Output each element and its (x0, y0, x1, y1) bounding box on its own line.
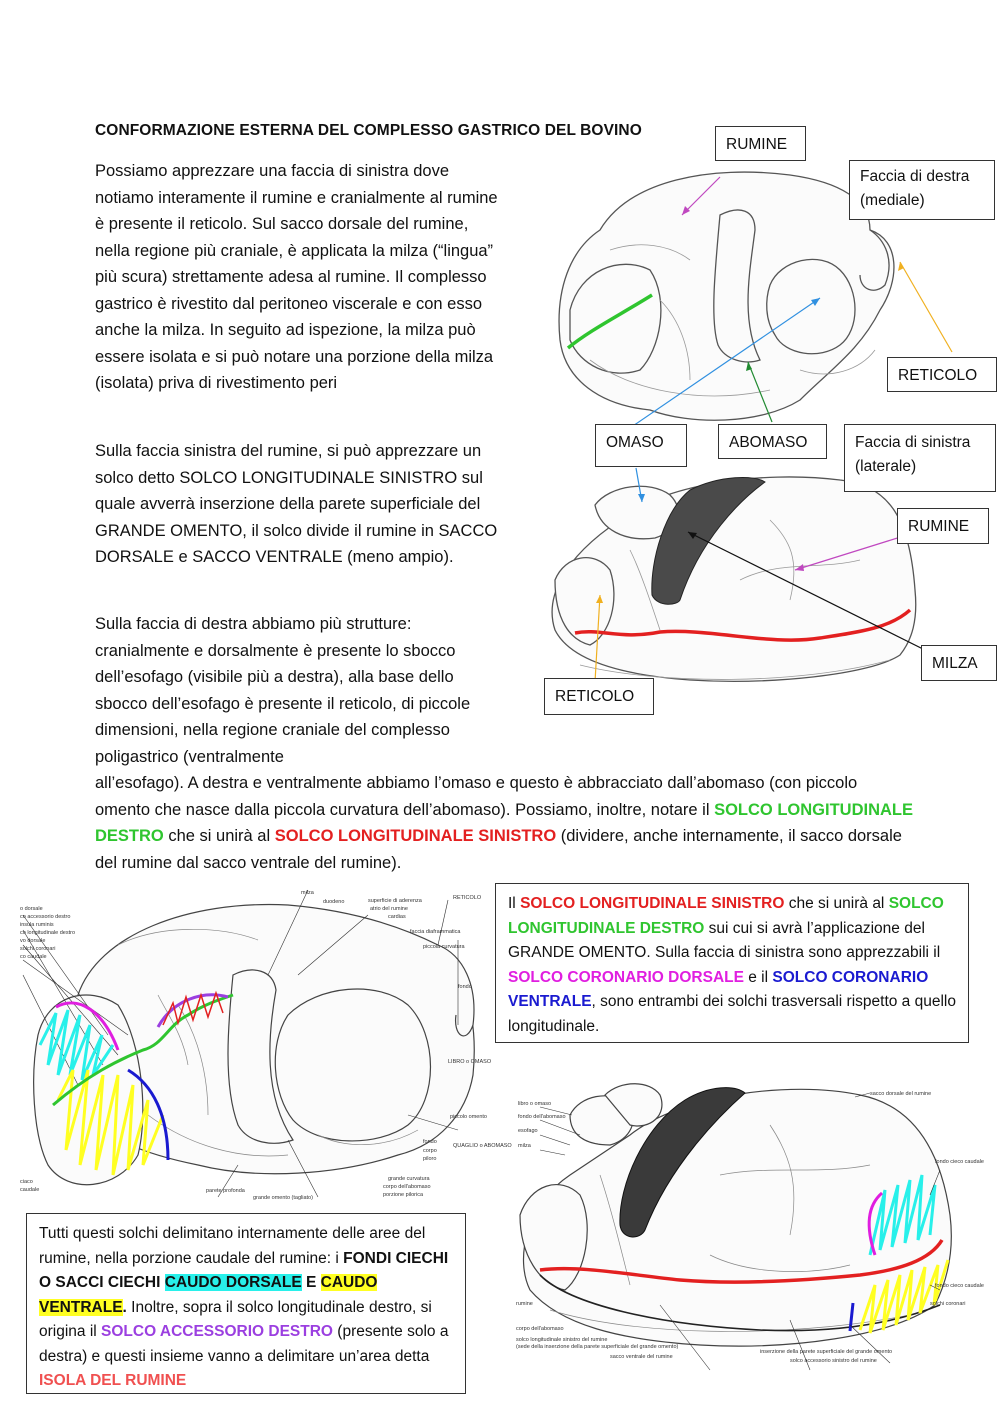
fig-label-grande-omento: grande omento (tagliato) (253, 1195, 313, 1201)
box-left-t2: Inoltre, sopra il solco longitudinale de… (39, 1298, 432, 1341)
fig-label-libro-omaso: LIBRO o OMASO (448, 1059, 492, 1065)
figure-stomach-right-face (558, 171, 953, 429)
fig-label-piccolo-omento: piccolo omento (450, 1114, 487, 1120)
box-right-t5: , sono entrambi dei solchi trasversali r… (508, 993, 956, 1035)
box-right-blue-term: SOLCO CORONARIO VENTRALE (508, 968, 929, 1011)
fig-label-parete-profonda: parete profonda (206, 1188, 246, 1194)
box-left-dot: . (122, 1298, 127, 1316)
fig-label-sacco-dorsale: o dorsale (20, 906, 43, 912)
fig-label-milza: milza (301, 890, 315, 896)
label-rumine-bottom: RUMINE (897, 508, 989, 544)
fig2-label-solco-accessorio-sinistro: solco accessorio sinistro del rumine (790, 1358, 877, 1364)
paragraph-right-face-part1: Sulla faccia di destra abbiamo più strut… (95, 615, 471, 766)
label-reticolo-bottom: RETICOLO (544, 678, 654, 715)
page-title: CONFORMAZIONE ESTERNA DEL COMPLESSO GAST… (95, 122, 642, 139)
box-left-t3: (presente solo a destra) e questi insiem… (39, 1323, 449, 1365)
fig2-label-fondo-cieco-1: fondo cieco caudale (935, 1159, 984, 1165)
fig-label-piloro: piloro (423, 1156, 436, 1162)
fig-label-solco-long-destro: co longitudinale destro (20, 930, 75, 936)
fig-label-atrio-rumine: atrio del rumine (370, 906, 408, 912)
box-right-t3: sui cui si avrà l’applicazione del GRAND… (508, 919, 941, 962)
fig2-label-solco-long-sinistro: solco longitudinale sinistro del rumine (516, 1337, 607, 1343)
fig-label-cardias: cardias (388, 914, 406, 920)
fig2-label-inserzione-parete: inserzione della parete superficiale del… (760, 1349, 892, 1355)
fig-label-solchi-coronari: solchi coronari (20, 946, 55, 952)
fig-label-quaglio: QUAGLIO o ABOMASO (453, 1143, 512, 1149)
box-solchi-sinistra: Il SOLCO LONGITUDINALE SINISTRO che si u… (495, 883, 969, 1043)
fig2-label-fondo-cieco-2: fondo cieco caudale (935, 1283, 984, 1289)
paragraph-left-groove: Sulla faccia sinistra del rumine, si può… (95, 442, 498, 566)
label-rumine-top: RUMINE (715, 126, 806, 161)
fig-label-corpo: corpo (423, 1148, 437, 1154)
figure-stomach-left-face (551, 467, 936, 683)
fig2-label-sacco-ventrale: sacco ventrale del rumine (610, 1354, 673, 1360)
fig-label-duodeno: duodeno (323, 899, 344, 905)
figure-detailed-right-face: milza duodeno superficie di aderenza atr… (20, 889, 512, 1201)
term-solco-longitudinale-destro: SOLCO LONGITUDINALE DESTRO (95, 800, 914, 846)
fig-label-superficie-aderenza: superficie di aderenza (368, 898, 423, 904)
paragraph-end: (dividere, anche internamente, il sacco … (95, 827, 902, 872)
term-solco-longitudinale-sinistro: SOLCO LONGITUDINALE SINISTRO (274, 827, 557, 845)
fig-label-porzione-pilorica: porzione pilorica (383, 1192, 424, 1198)
fig-label-piccola-curvatura: piccola curvatura (423, 944, 466, 950)
label-faccia-sinistra: Faccia di sinistra (laterale) (844, 424, 996, 492)
fig2-label-milza: milza (518, 1143, 532, 1149)
box-left-bold-term: FONDI CIECHI O SACCI CIECHI (39, 1249, 449, 1292)
fig-label-vo-dorsale: vo dorsale (20, 938, 45, 944)
figure-detailed-left-face: libro o omaso fondo dell'abomaso esofago… (516, 1083, 984, 1371)
box-left-salmon-term: ISOLA DEL RUMINE (39, 1372, 187, 1389)
label-faccia-destra: Faccia di destra (mediale) (849, 160, 995, 220)
paragraph-right-face-text: all’esofago). A destra e ventralmente ab… (95, 774, 858, 819)
fig2-label-sede-inserzione: (sede della inserzione della parete supe… (516, 1344, 679, 1350)
fig2-label-fondo-abomaso: fondo dell'abomaso (518, 1114, 566, 1120)
fig-label-fondo: fondo (458, 984, 472, 990)
paragraph-left-face: Possiamo apprezzare una faccia di sinist… (95, 162, 498, 392)
fig2-label-sacco-dorsale: sacco dorsale del rumine (870, 1091, 931, 1097)
box-right-magenta-term: SOLCO CORONARIO DORSALE (508, 968, 744, 986)
box-left-t1: Tutti questi solchi delimitano intername… (39, 1225, 426, 1267)
box-left-purple-term: SOLCO ACCESSORIO DESTRO (101, 1323, 333, 1340)
fig-label-grande-curvatura: grande curvatura (388, 1176, 431, 1182)
fig-label-insula: insula ruminis (20, 922, 54, 928)
label-milza: MILZA (921, 645, 997, 681)
fig-label-fondo-2: fondo (423, 1139, 437, 1145)
fig2-label-esofago: esofago (518, 1128, 538, 1134)
fig-label-co-caudale: co caudale (20, 954, 47, 960)
fig2-label-corpo-abomaso: corpo dell'abomaso (516, 1326, 564, 1332)
box-right-red-term: SOLCO LONGITUDINALE SINISTRO (520, 895, 785, 912)
label-abomaso: ABOMASO (718, 424, 827, 459)
fig-label-faccia-diaframmatica: faccia diaframmatica (410, 929, 461, 935)
fig-label-corpo-abomaso: corpo dell'abomaso (383, 1184, 431, 1190)
label-reticolo-top: RETICOLO (887, 357, 997, 392)
box-right-t2: che si unirà al (784, 895, 889, 912)
box-right-t1: Il (508, 895, 521, 912)
box-left-e: E (301, 1274, 321, 1291)
fig2-label-solchi-coronari: solchi coronari (930, 1301, 965, 1307)
fig-label-ciaco: ciaco (20, 1179, 33, 1185)
box-right-t4: e il (743, 968, 773, 986)
fig2-label-rumine: rumine (516, 1301, 533, 1307)
paragraph-connector: che si unirà al (163, 827, 275, 845)
fig-label-reticolo: RETICOLO (453, 895, 482, 901)
paragraph-right-face-part2: all’esofago). A destra e ventralmente ab… (95, 770, 915, 876)
box-left-cyan-term: CAUDO DORSALE (164, 1274, 302, 1291)
fig-label-solco-accessorio: co accessorio destro (20, 914, 70, 920)
box-fondi-ciechi: Tutti questi solchi delimitano intername… (26, 1213, 466, 1394)
box-right-green-term: SOLCO LONGITUDINALE DESTRO (508, 895, 944, 937)
fig2-label-libro-omaso: libro o omaso (518, 1101, 551, 1107)
label-omaso: OMASO (595, 424, 687, 467)
fig-label-caudale: caudale (20, 1187, 39, 1193)
